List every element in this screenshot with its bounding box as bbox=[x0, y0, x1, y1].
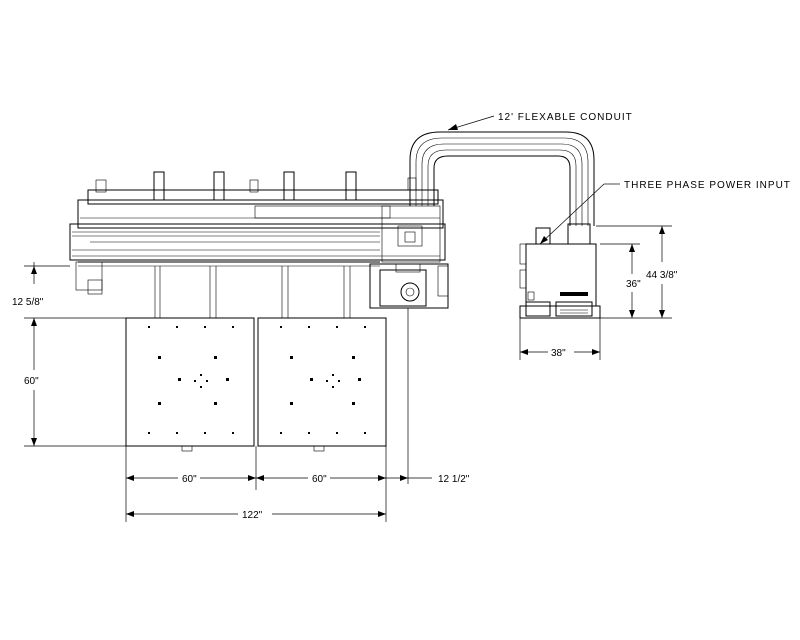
power-input-callout: THREE PHASE POWER INPUT bbox=[539, 180, 791, 245]
dim-cabinet-height-inner-label: 36" bbox=[626, 279, 641, 290]
dim-cabinet-height-outer: 44 3/8" bbox=[596, 225, 678, 319]
dim-right-offset: 12 1/2" bbox=[386, 308, 470, 485]
dim-right-offset-label: 12 1/2" bbox=[438, 474, 470, 485]
dim-cabinet-height-outer-label: 44 3/8" bbox=[646, 270, 678, 281]
dim-left-offset-label: 12 5/8" bbox=[12, 297, 44, 308]
dim-table-width-2-label: 60" bbox=[312, 474, 327, 485]
table-right bbox=[257, 317, 387, 452]
dim-cabinet-height-inner: 36" bbox=[600, 243, 641, 318]
dim-table-depth: 60" bbox=[24, 318, 126, 447]
flexible-conduit bbox=[409, 131, 595, 226]
dim-overall-width: 122" bbox=[126, 510, 386, 521]
dim-cabinet-width-label: 38" bbox=[551, 348, 566, 359]
dim-table-width-1-label: 60" bbox=[182, 474, 197, 485]
dim-table-widths: 60" 60" bbox=[125, 446, 387, 522]
conduit-label: 12' FLEXABLE CONDUIT bbox=[498, 112, 633, 123]
gantry-posts bbox=[95, 171, 417, 201]
dim-cabinet-width: 38" bbox=[519, 318, 601, 360]
dim-table-depth-label: 60" bbox=[24, 376, 39, 387]
table-left bbox=[125, 317, 255, 452]
dim-overall-width-label: 122" bbox=[242, 510, 263, 521]
dim-left-offset: 12 5/8" bbox=[12, 262, 126, 319]
gantry-machine bbox=[69, 171, 449, 318]
conduit-callout: 12' FLEXABLE CONDUIT bbox=[447, 112, 633, 131]
electrical-cabinet bbox=[519, 223, 601, 319]
power-input-label: THREE PHASE POWER INPUT bbox=[624, 180, 791, 191]
